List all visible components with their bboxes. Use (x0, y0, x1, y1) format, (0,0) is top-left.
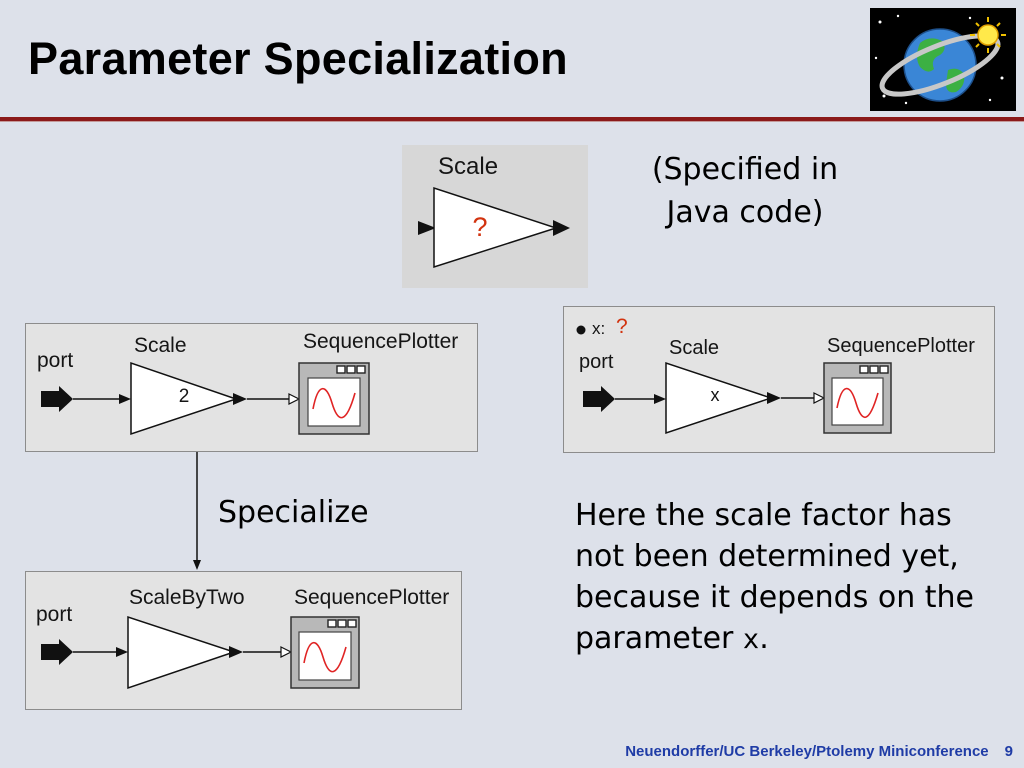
specialized-model-box: port Scale 2 SequencePlotter (25, 323, 478, 452)
window-button-icon (347, 619, 357, 628)
stars (874, 14, 1004, 105)
port-label: port (36, 603, 73, 626)
sine-wave-icon (312, 387, 356, 419)
window-button-icon (869, 365, 879, 374)
explanation-line: not been determined yet, (575, 539, 959, 574)
input-arrow-icon (654, 394, 666, 404)
sun-shape (977, 24, 999, 46)
plot-area (307, 377, 361, 427)
ptolemy-logo (870, 8, 1016, 111)
star (988, 98, 992, 102)
specialized-model-diagram (41, 361, 370, 436)
scale-value: 2 (178, 386, 190, 407)
plotter-input-arrow-icon (288, 393, 301, 405)
plotter-label: SequencePlotter (303, 330, 459, 353)
sun-rays (970, 17, 1006, 53)
star (878, 20, 882, 24)
orbit-ring (879, 33, 1001, 97)
explanation-prefix: parameter (575, 621, 743, 656)
plotter-label: SequencePlotter (827, 335, 975, 357)
explanation-line: Here the scale factor has (575, 498, 952, 533)
result-model-diagram (41, 615, 360, 690)
actor-label: ScaleByTwo (129, 586, 245, 609)
sequence-plotter-icon (290, 616, 360, 689)
explanation-text: Here the scale factor has not been deter… (575, 495, 974, 660)
window-button-icon (346, 365, 356, 374)
window-button-icon (356, 365, 366, 374)
explanation-last-line: parameter x. (575, 618, 974, 660)
input-arrow-icon (119, 394, 131, 404)
sequence-plotter-icon (823, 362, 892, 434)
scale-by-two-triangle-icon (127, 615, 237, 690)
title-rule (0, 117, 1024, 121)
result-model-box: port ScaleByTwo SequencePlotter (25, 571, 462, 710)
sine-wave-icon (303, 641, 347, 673)
slide-title: Parameter Specialization (28, 33, 568, 84)
window-button-icon (337, 619, 347, 628)
scale-value: x (710, 385, 720, 405)
star (904, 101, 908, 105)
output-arrow-icon (233, 393, 247, 405)
window-button-icon (859, 365, 869, 374)
actor-label: Scale (669, 337, 720, 359)
specialize-arrow-head-icon (193, 560, 201, 570)
specialize-arrow (193, 452, 201, 570)
plotter-label: SequencePlotter (294, 586, 450, 609)
scale-triangle-icon (130, 361, 239, 436)
sine-wave-icon (836, 387, 879, 418)
slide-footer: Neuendorffer/UC Berkeley/Ptolemy Minicon… (625, 743, 1013, 761)
parameterized-model-diagram (576, 325, 892, 435)
output-arrow-icon (229, 646, 243, 658)
star (968, 16, 972, 20)
input-port-arrow-icon (583, 386, 615, 412)
generic-actor-diagram (418, 186, 570, 269)
input-arrow-icon (418, 221, 436, 235)
input-arrow-icon (116, 647, 128, 657)
port-label: port (579, 351, 614, 373)
plotter-input-arrow-icon (813, 392, 826, 404)
plot-area (298, 631, 352, 681)
parameter-name: x: (592, 319, 606, 338)
star (882, 94, 886, 98)
output-arrow-icon (553, 220, 570, 236)
port-label: port (37, 349, 74, 372)
parameter-bullet-icon (576, 325, 586, 335)
window-button-icon (879, 365, 889, 374)
output-arrow-icon (767, 392, 781, 404)
generic-actor-box: Scale ? (402, 145, 588, 288)
parameter-code: x (742, 624, 760, 655)
unknown-scale-value: ? (472, 212, 488, 242)
java-note: (Specified in Java code) (600, 148, 890, 234)
page-number: 9 (1004, 743, 1013, 760)
star (1000, 76, 1004, 80)
actor-label: Scale (438, 153, 499, 180)
explanation-line: because it depends on the (575, 580, 975, 615)
parameterized-model-box: x: ? port Scale x SequencePlotter (563, 306, 995, 453)
window-button-icon (336, 365, 346, 374)
explanation-suffix: . (759, 621, 769, 656)
specialize-label: Specialize (218, 495, 369, 530)
java-note-line: (Specified in (651, 152, 839, 187)
parameter-value: ? (616, 315, 628, 338)
sequence-plotter-icon (298, 362, 370, 435)
star (896, 14, 900, 18)
java-note-line: Java code) (666, 195, 824, 230)
window-button-icon (327, 619, 337, 628)
scale-triangle-icon (665, 361, 774, 435)
plotter-input-arrow-icon (280, 646, 293, 658)
star (874, 56, 878, 60)
footer-credit: Neuendorffer/UC Berkeley/Ptolemy Minicon… (625, 743, 989, 760)
actor-label: Scale (134, 334, 187, 357)
title-rule-shadow (0, 121, 1024, 122)
input-port-arrow-icon (41, 639, 73, 665)
input-port-arrow-icon (41, 386, 73, 412)
scale-triangle-icon (433, 186, 559, 269)
